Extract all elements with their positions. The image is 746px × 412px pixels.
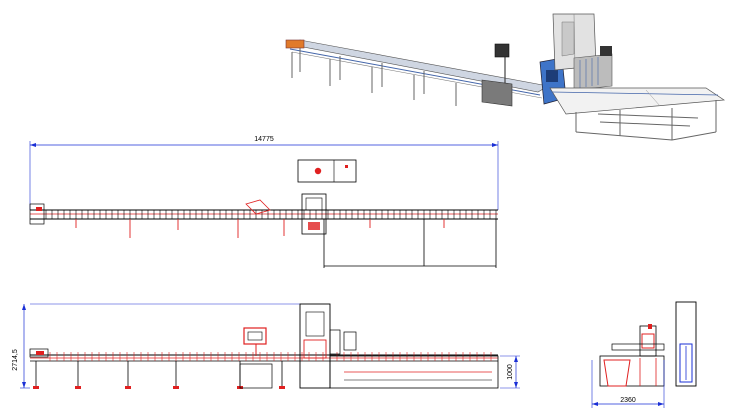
top-view: 14775 <box>29 136 499 268</box>
top-length-label: 14775 <box>254 136 274 143</box>
dimension-overall-height: 2714,5 <box>12 304 30 389</box>
isometric-view <box>285 13 726 141</box>
side-view: 2714,5 <box>12 303 520 389</box>
side-height-label: 2714,5 <box>12 349 19 371</box>
dimension-overall-length: 14775 <box>29 136 499 210</box>
table-height-label: 1000 <box>507 364 514 380</box>
end-view: 2360 <box>591 301 697 408</box>
end-width-label: 2360 <box>620 397 636 404</box>
dimension-end-width: 2360 <box>591 360 665 408</box>
side-rollers <box>49 352 492 361</box>
dimension-table-height: 1000 <box>500 355 520 389</box>
top-rollers <box>45 210 497 219</box>
